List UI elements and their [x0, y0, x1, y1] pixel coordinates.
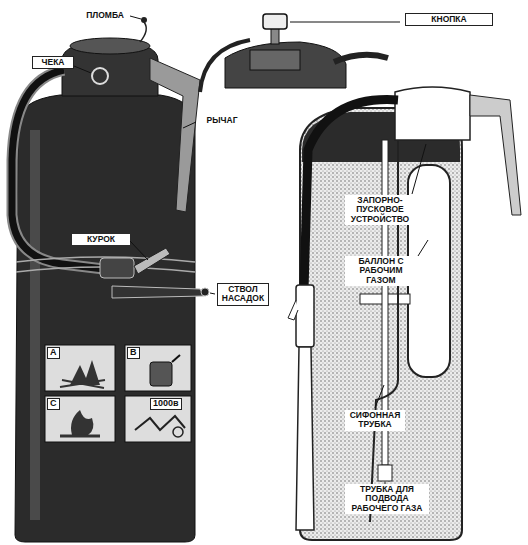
extinguisher-exterior	[12, 17, 209, 542]
class-mark: B	[127, 347, 140, 359]
container	[300, 108, 462, 540]
part-label: КУРОК	[72, 234, 130, 245]
grip	[296, 285, 314, 347]
part-label: КНОПКА	[405, 13, 493, 26]
part-label: БАЛЛОН С РАБОЧИМ ГАЗОМ	[345, 256, 417, 286]
part-label: РЫЧАГ	[198, 115, 246, 126]
leader-lines	[74, 16, 428, 485]
head-detail	[200, 14, 388, 92]
class-icons	[45, 345, 191, 442]
class-mark: A	[47, 347, 60, 359]
lever	[150, 58, 200, 212]
knob-stem	[271, 28, 279, 44]
section-lever	[470, 95, 521, 215]
cap	[70, 38, 150, 54]
seal	[141, 17, 147, 23]
pin-ring	[92, 68, 108, 84]
gas-tube-end	[378, 465, 392, 481]
head-body	[225, 42, 346, 88]
nozzle	[112, 286, 204, 298]
body	[15, 95, 195, 542]
part-label: ЗАПОРНО-ПУСКОВОЕ УСТРОЙСТВО	[345, 195, 415, 225]
part-label: ТРУБКА ДЛЯ ПОДВОДА РАБОЧЕГО ГАЗА	[345, 484, 429, 514]
part-label: СИФОННАЯ ТРУБКА	[345, 410, 405, 431]
nozzle-tip	[201, 288, 209, 296]
outlet	[334, 55, 388, 62]
section-head	[395, 87, 470, 140]
part-label: СТВОЛ НАСАДОК	[217, 283, 269, 306]
grip-trigger	[288, 300, 298, 320]
class-mark: C	[47, 398, 60, 410]
class-mark: 1000в	[150, 398, 182, 410]
trigger	[134, 248, 170, 274]
highlight	[30, 130, 40, 520]
section-nozzle	[296, 347, 314, 530]
part-label: ПЛОМБА	[80, 10, 130, 21]
knob	[263, 14, 287, 29]
seal-wire	[140, 22, 146, 42]
extinguisher-section	[288, 87, 521, 540]
clamp	[100, 258, 134, 278]
part-label: ЧЕКА	[32, 56, 74, 69]
